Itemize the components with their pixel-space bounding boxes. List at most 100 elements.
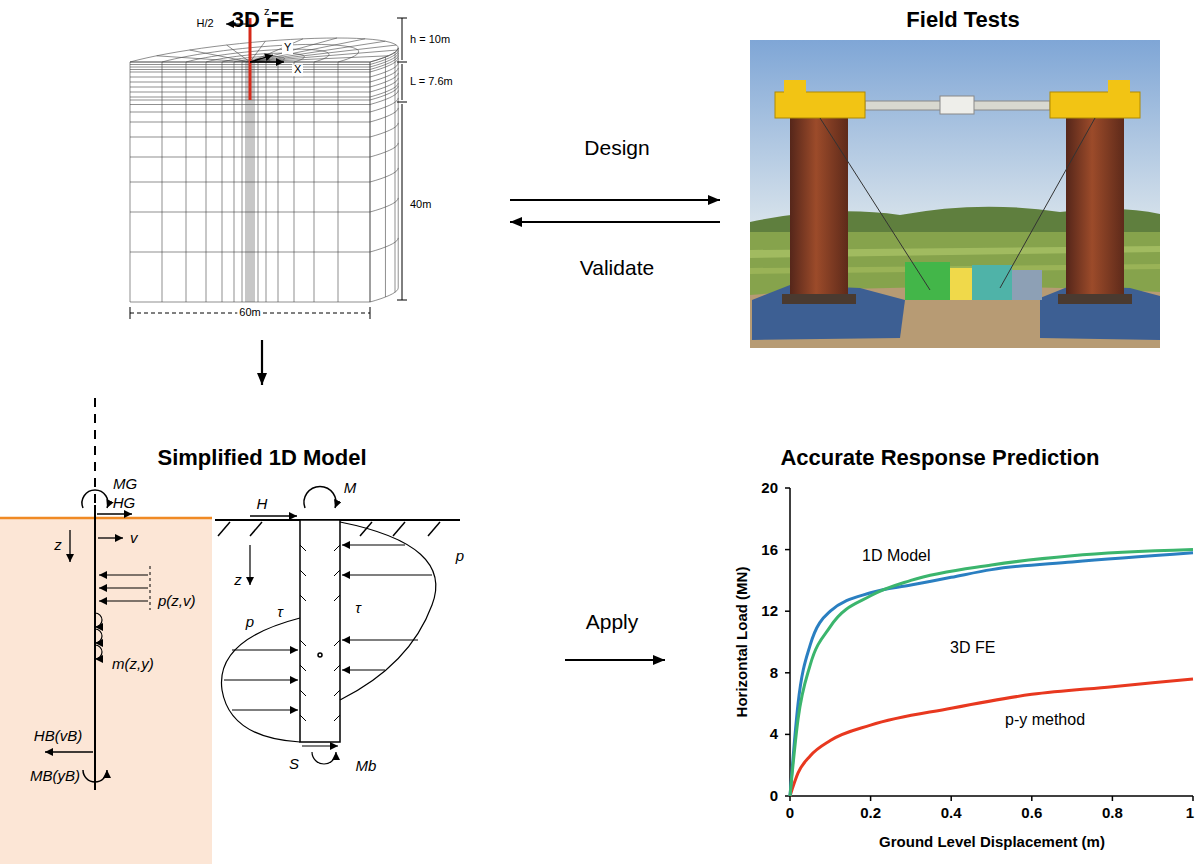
pressure-arrow xyxy=(232,709,298,710)
tick-label: 1 xyxy=(1186,805,1194,821)
pile-body xyxy=(300,520,340,742)
force-arrow xyxy=(250,515,297,517)
shear-ticks xyxy=(334,570,340,576)
chart-axes xyxy=(785,487,790,489)
axis-title: Ground Level Displacement (m) xyxy=(879,834,1105,850)
mesh-line xyxy=(370,78,398,92)
arrow-label: Apply xyxy=(583,610,642,633)
tick-label: 20 xyxy=(761,480,778,496)
symbol-label: MB(yB) xyxy=(30,768,80,784)
mesh-line xyxy=(370,108,398,122)
moment-arc xyxy=(83,770,107,782)
dimension-line xyxy=(402,104,403,300)
pressure-arrow xyxy=(342,544,405,545)
field-test-photo xyxy=(1000,118,1095,288)
dimension-tick xyxy=(370,307,371,319)
mesh-line xyxy=(370,73,398,87)
flow-arrow xyxy=(510,221,720,223)
shear-ticks xyxy=(334,690,340,696)
panel: Simplified 1D Model xyxy=(0,385,565,864)
moment-arc xyxy=(95,645,102,659)
moment-arc xyxy=(304,486,336,508)
mesh-line xyxy=(130,182,370,183)
field-test-photo xyxy=(775,92,865,118)
mesh-line xyxy=(370,98,398,112)
pile-line xyxy=(94,505,96,790)
shear-ticks xyxy=(334,595,340,601)
symbol-label: MG xyxy=(113,476,137,492)
dimension-tick xyxy=(397,62,407,63)
fe-annotations xyxy=(130,18,407,319)
pressure-arrow xyxy=(99,574,148,575)
load-profile xyxy=(150,566,151,610)
dimension-tick xyxy=(397,300,407,301)
field-test-photo xyxy=(905,262,950,300)
mesh-line xyxy=(130,62,370,63)
panel: 3D FE xyxy=(100,5,510,340)
symbol-label: p xyxy=(456,548,464,564)
symbol-label: m(z,y) xyxy=(112,656,154,672)
series-label: p-y method xyxy=(1005,712,1085,729)
dimension-label: 40m xyxy=(408,199,433,211)
chart-axes xyxy=(870,796,872,801)
field-test-photo xyxy=(1108,80,1130,94)
mesh-line xyxy=(130,137,370,138)
mesh-line xyxy=(250,39,303,62)
dimension-tick xyxy=(397,102,407,103)
axis-title: Horizontal Load (MN) xyxy=(734,567,750,718)
shear-ticks xyxy=(300,715,306,721)
mesh-line xyxy=(162,44,359,62)
mesh-line xyxy=(206,53,304,62)
rotation-point xyxy=(318,653,322,657)
tick-label: 0.2 xyxy=(860,805,881,821)
field-test-photo xyxy=(950,268,972,300)
mesh-line xyxy=(370,238,398,252)
chart-axes xyxy=(785,734,790,736)
chart-axes xyxy=(789,488,791,796)
dimension-label: X xyxy=(292,64,303,76)
tick-label: 16 xyxy=(761,542,778,558)
shear-ticks xyxy=(300,595,306,601)
flow-arrow xyxy=(261,340,263,385)
tick-label: 0 xyxy=(770,788,778,804)
tick-label: 12 xyxy=(761,603,778,619)
symbol-label: p xyxy=(246,614,254,630)
pressure-arrow xyxy=(224,679,298,680)
dimension-label: h = 10m xyxy=(408,34,452,46)
tick-label: 0.4 xyxy=(941,805,962,821)
mesh-line xyxy=(370,63,398,77)
moment-arc xyxy=(95,629,102,643)
ground-hatch xyxy=(393,522,405,536)
axis-arrow xyxy=(249,545,250,585)
tick-label: 0.6 xyxy=(1021,805,1042,821)
symbol-label: H xyxy=(257,496,268,512)
field-test-photo xyxy=(1058,294,1132,304)
dimension-tick xyxy=(397,18,407,19)
moment-arc xyxy=(82,490,108,508)
shear-ticks xyxy=(300,665,306,671)
mesh-line xyxy=(370,288,398,302)
axis-arrow xyxy=(250,61,284,62)
dimension-label: Y xyxy=(282,42,293,54)
flow-arrow xyxy=(565,659,665,661)
shear-ticks xyxy=(300,545,340,721)
mesh-line xyxy=(370,90,398,104)
mesh-line xyxy=(370,68,398,82)
base-shear-arrow xyxy=(302,745,338,746)
axis-arrow xyxy=(98,537,123,538)
dimension-line xyxy=(402,64,403,100)
chart-axes xyxy=(1192,796,1194,801)
pressure-arrow xyxy=(342,639,418,640)
shear-ticks xyxy=(334,545,340,551)
response-curve xyxy=(790,553,1193,796)
field-test-photo xyxy=(1012,270,1042,300)
field-test-photo xyxy=(820,118,930,290)
field-test-photo xyxy=(784,80,806,94)
mesh-line xyxy=(130,122,370,123)
ground-line xyxy=(0,517,212,520)
chart-axes xyxy=(950,796,952,801)
field-test-photo xyxy=(750,40,1160,348)
